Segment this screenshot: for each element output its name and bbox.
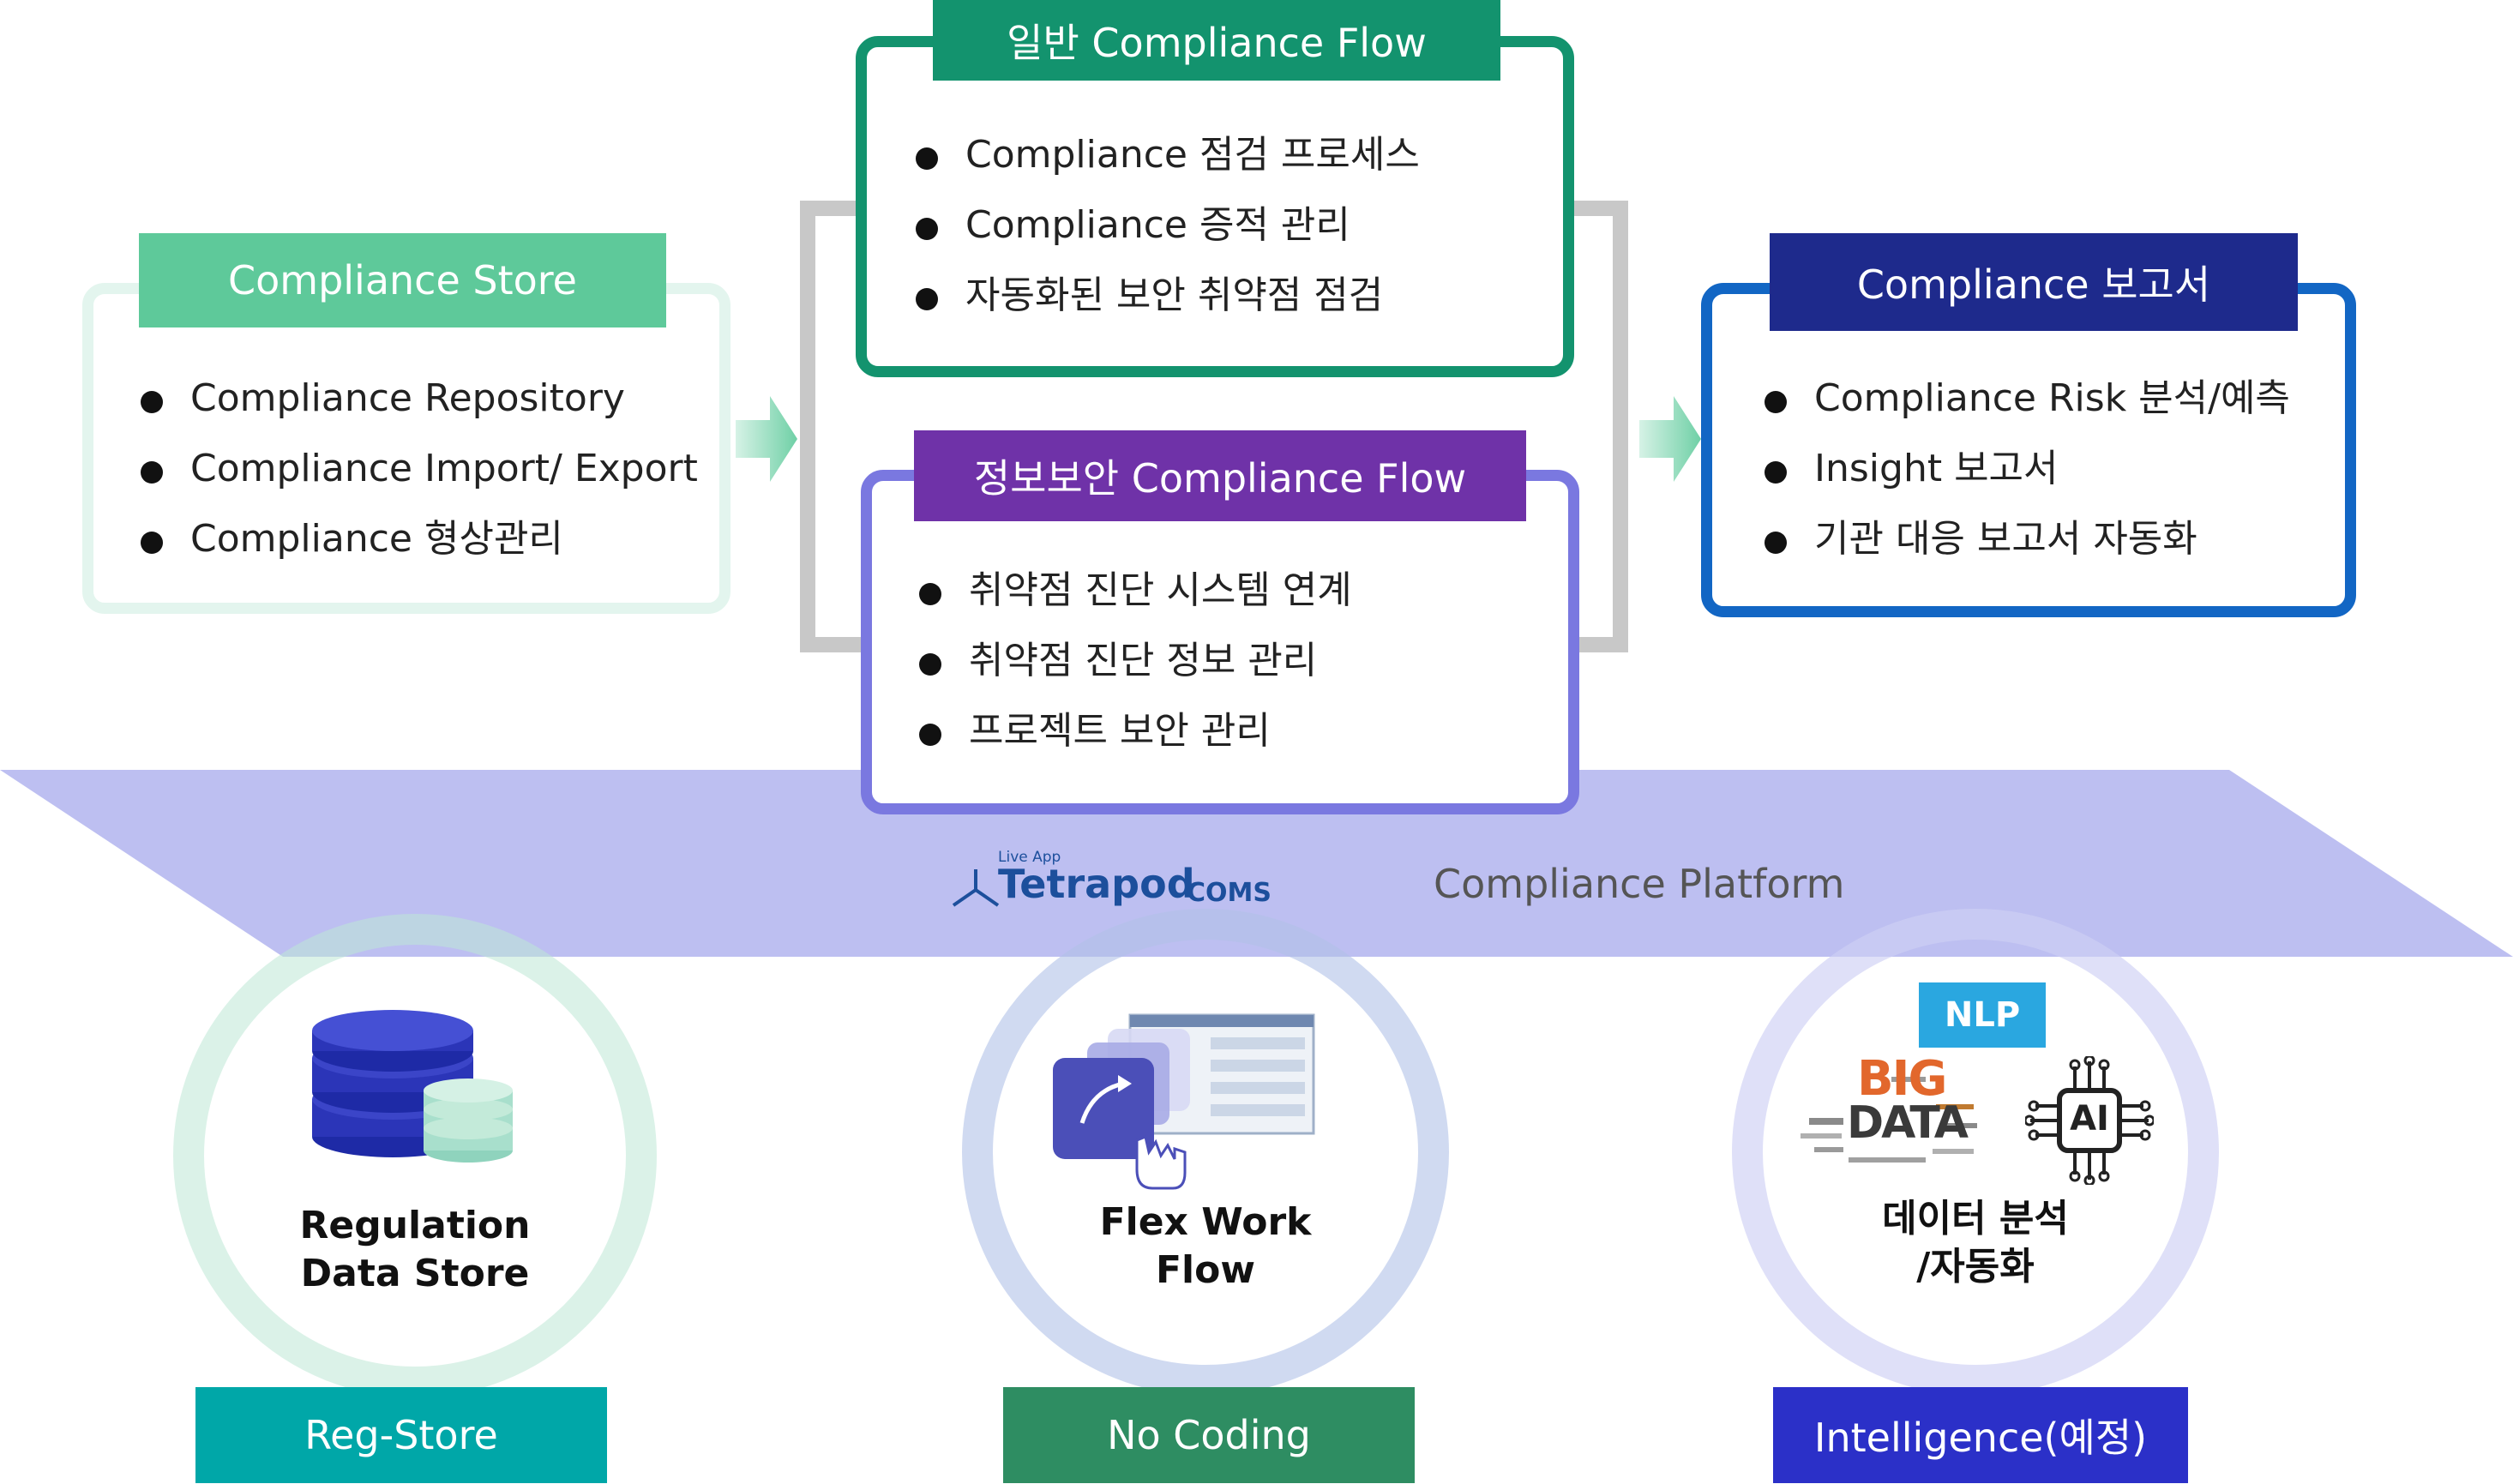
intelligence-label: Intelligence(예정) [1773,1387,2188,1483]
arrow-right-icon [736,396,797,482]
compliance-store-list: Compliance Repository Compliance Import/… [141,363,698,574]
list-item: 취약점 진단 정보 관리 [919,626,1352,696]
list-item: 취약점 진단 시스템 연계 [919,556,1352,626]
reg-store-label: Reg-Store [195,1387,607,1483]
pillar-title-line2: Flow [1155,1248,1255,1292]
security-flow-list: 취약점 진단 시스템 연계 취약점 진단 정보 관리 프로젝트 보안 관리 [919,556,1352,766]
ai-chip-icon: AI [2025,1056,2154,1185]
arrow-right-icon [1639,396,1701,482]
logo-main-text: Tetrapod [998,861,1195,907]
pillar-title: Regulation Data Store [252,1202,578,1298]
chip-circuit-icon [2025,1056,2154,1185]
compliance-report-title: Compliance 보고서 [1770,233,2298,331]
list-item: Insight 보고서 [1765,434,2290,504]
list-item: 기관 대응 보고서 자동화 [1765,504,2290,574]
big-text: BIG [1857,1051,1947,1107]
nlp-badge: NLP [1919,982,2046,1048]
workflow-icon [1053,1013,1315,1190]
pillar-title-line2: /자동화 [1916,1245,2035,1289]
general-flow-list: Compliance 점검 프로세스 Compliance 증적 관리 자동화된… [916,120,1420,331]
compliance-store-title: Compliance Store [139,233,666,327]
list-item: Compliance Repository [141,363,698,434]
pillar-title: 데이터 분석 /자동화 [1813,1195,2138,1291]
tetrapod-logo-icon [952,869,1000,907]
compliance-report-box [1701,283,2356,617]
list-item: Compliance Import/ Export [141,434,698,504]
logo-suffix-text: COMS [1187,878,1272,908]
list-item: Compliance Risk 분석/예측 [1765,363,2290,434]
logo-small-text: Live App [998,849,1061,866]
platform-label: Compliance Platform [1434,861,1845,907]
list-item: Compliance 증적 관리 [916,190,1420,261]
pillar-title: Flex Work Flow [1043,1199,1368,1295]
security-flow-title: 정보보안 Compliance Flow [914,430,1526,521]
list-item: Compliance 점검 프로세스 [916,120,1420,190]
list-item: 프로젝트 보안 관리 [919,696,1352,766]
pillar-title-line1: Regulation [299,1204,531,1247]
tetrapod-logo: Live App Tetrapod COMS [950,844,1272,912]
pillar-title-line2: Data Store [300,1252,530,1295]
compliance-report-list: Compliance Risk 분석/예측 Insight 보고서 기관 대응 … [1765,363,2290,574]
word-cloud-icon [1801,1077,1977,1163]
list-item: Compliance 형상관리 [141,504,698,574]
data-text: DATA [1847,1097,1969,1149]
security-flow-box [861,470,1579,814]
ai-text: AI [2070,1099,2109,1139]
list-item: 자동화된 보안 취약점 점검 [916,261,1420,331]
compliance-store-box [82,283,730,614]
no-coding-label: No Coding [1003,1387,1415,1483]
big-data-icon: BIG DATA [1797,1051,1984,1166]
general-flow-title: 일반 Compliance Flow [933,0,1500,81]
pillar-title-line1: Flex Work [1099,1200,1312,1244]
database-icon [312,1010,513,1163]
pillar-title-line1: 데이터 분석 [1882,1197,2069,1241]
